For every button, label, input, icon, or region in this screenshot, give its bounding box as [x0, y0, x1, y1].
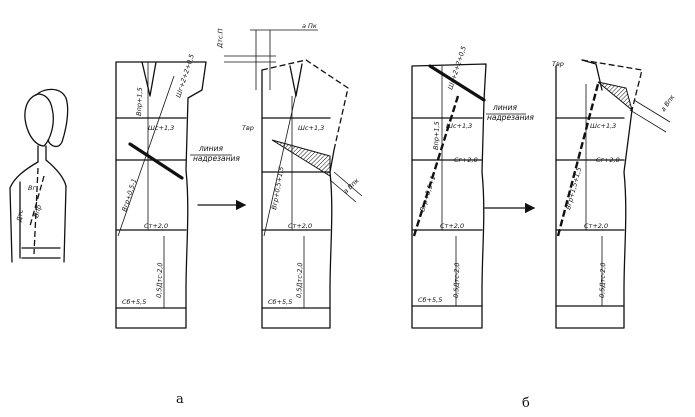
panel-a-shs: Шс+1,3: [148, 124, 174, 132]
panel-b2-dts: 0,5Дтс-2,0: [598, 262, 607, 298]
panel-b-st: Ст+2,0: [440, 222, 464, 230]
caption-b: б: [522, 396, 530, 411]
tvr-label-b: Твр: [552, 60, 564, 68]
body-dts-label: Дтс: [15, 208, 25, 223]
caption-a: а: [176, 392, 184, 407]
panel-b-vpr: Впр+1,5: [432, 121, 441, 150]
panel-b-shs: Шс+1,3: [446, 122, 472, 130]
panel-a2-shs: Шс+1,3: [298, 124, 324, 132]
panel-b2-st: Ст+2,0: [584, 222, 608, 230]
body-vg-label: Вг: [28, 184, 36, 192]
panel-a-dts: 0,5Дтс-2,0: [155, 262, 164, 298]
cut-line-label-b1: линия: [492, 103, 517, 112]
panel-a-vgr: Вгр+0,5-1: [120, 178, 138, 213]
tvr-label: Твр: [242, 124, 254, 132]
cut-line-label-a1: линия: [198, 144, 223, 153]
panel-a2-dts: 0,5Дтс-2,0: [295, 262, 304, 298]
panel-b-sb: Сб+5,5: [418, 296, 442, 304]
panel-b2-sg: Сг+2,0: [596, 156, 620, 164]
panel-a-vpr: Впр+1,5: [135, 87, 144, 116]
panel-a-modified: [224, 29, 363, 329]
panel-b-sg: Сг+2,0: [454, 156, 478, 164]
panel-b2-vgr: Вгр+1,5+1,5: [564, 166, 583, 210]
panel-a-sb: Сб+5,5: [122, 298, 146, 306]
panel-b-vgr: Вгр+0,5+1: [418, 175, 437, 213]
panel-b-modified: [555, 59, 671, 329]
body-vpr-label: Впр: [32, 204, 43, 218]
cut-line-label-b2: надрезания: [487, 113, 534, 122]
panel-b-dts: 0,5Дтс-2,0: [452, 262, 461, 298]
cut-line-label-a2: надрезания: [193, 154, 240, 163]
panel-a-original: [115, 61, 207, 329]
panel-a2-sb: Сб+5,5: [268, 298, 292, 306]
panel-b2-shs: Шс+1,3: [590, 122, 616, 130]
panel-a-st: Ст+2,0: [144, 222, 168, 230]
panel-a2-st: Ст+2,0: [288, 222, 312, 230]
panel-a2-vgr: Вгр+0,5+1,5: [270, 166, 285, 210]
a-vpk-label-b: а Впк: [659, 93, 676, 113]
top-dts-label: Дтс.П: [216, 28, 225, 49]
a-pk-label: а Пк: [302, 22, 317, 30]
panel-b-original: [411, 63, 487, 329]
panel-a-sh-gor: Шг+2+2+0,5: [174, 53, 196, 99]
body-figure: [9, 88, 69, 263]
